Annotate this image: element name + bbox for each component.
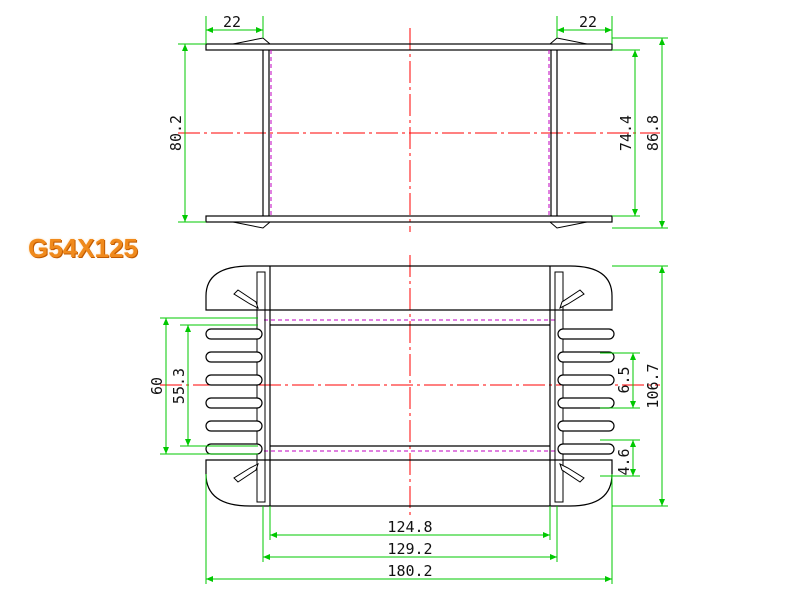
dim-top-outer-height-label: 86.8 [644, 115, 662, 151]
pins-right [557, 328, 615, 455]
dim-top-left-height: 80.2 [167, 43, 206, 223]
dim-bottom-width-inner: 124.8 [269, 506, 551, 540]
top-flange-upper [205, 43, 613, 51]
dim-bottom-width-mid-label: 129.2 [387, 540, 432, 558]
flange-outline-upper [205, 265, 613, 311]
dim-bottom-right-height-label: 106.7 [644, 363, 662, 408]
dim-bottom-left-inner-label: 55.3 [170, 368, 188, 404]
dim-top-right-flange-label: 22 [579, 13, 597, 31]
dim-bottom-width-total-label: 180.2 [387, 562, 432, 580]
dim-bottom-right-height: 106.7 [612, 265, 668, 507]
dim-bottom-width-total: 180.2 [205, 474, 613, 584]
dim-top-inner-height-label: 74.4 [617, 115, 635, 151]
dim-top-left-height-label: 80.2 [167, 115, 185, 151]
model-title: G54X125 [28, 233, 138, 263]
dim-top-inner-height: 74.4 [612, 49, 640, 217]
dim-top-outer-height: 86.8 [612, 37, 668, 229]
dim-bottom-pin-pitch-label: 6.5 [615, 366, 633, 393]
dim-bottom-pin-width-label: 4.6 [615, 448, 633, 475]
dim-top-right-flange: 22 [556, 13, 613, 44]
dim-bottom-width-inner-label: 124.8 [387, 518, 432, 536]
dim-bottom-pin-pitch: 6.5 [600, 352, 640, 409]
dim-top-left-flange-label: 22 [223, 13, 241, 31]
flange-outline-lower [205, 459, 613, 507]
pins-left [205, 328, 263, 455]
top-view: 22 22 80.2 74.4 86.8 [167, 13, 668, 232]
latch-hooks [233, 289, 585, 483]
top-flange-lower [205, 215, 613, 223]
dim-bottom-left-outer: 60 [148, 317, 258, 455]
dim-bottom-pin-width: 4.6 [600, 439, 640, 477]
bottom-view: 60 55.3 6.5 4.6 106.7 [148, 255, 668, 584]
dim-bottom-left-inner: 55.3 [170, 324, 258, 447]
dim-bottom-width-mid: 129.2 [262, 506, 558, 562]
dim-top-left-flange: 22 [205, 13, 264, 44]
dim-bottom-left-outer-label: 60 [148, 377, 166, 395]
